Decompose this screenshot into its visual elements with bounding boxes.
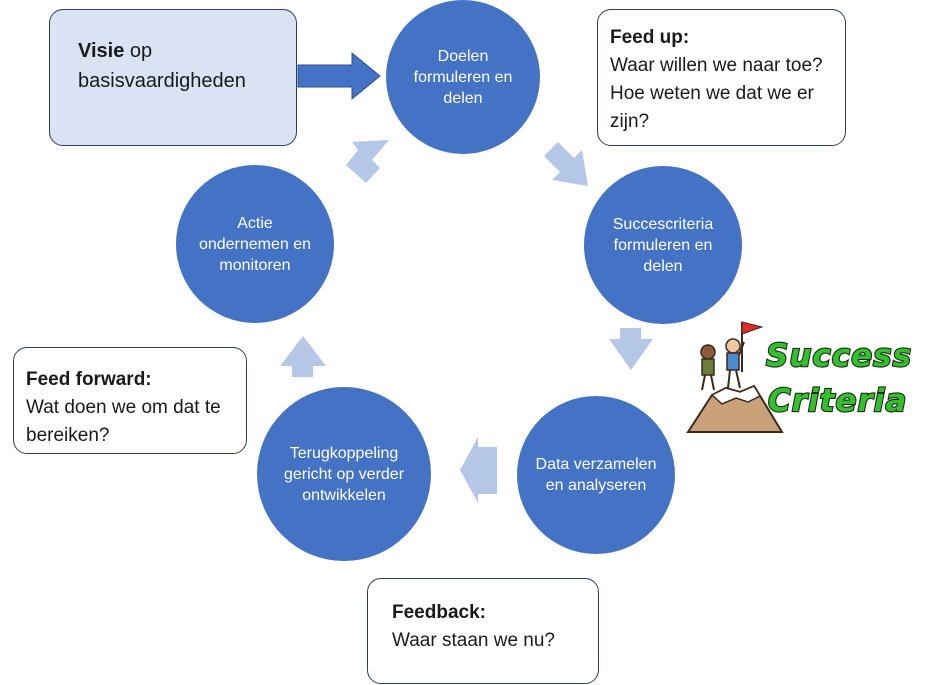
feedback-line1: Waar staan we nu? <box>392 630 555 651</box>
feedback-loop-label: Terugkoppeling gericht op verder ontwikk… <box>283 444 405 504</box>
mountain-climbers-icon <box>686 321 784 433</box>
feed-up-title: Feed up: <box>610 27 690 48</box>
feedback-box: Feedback: Waar staan we nu? <box>367 578 599 684</box>
feed-forward-line1: Wat doen we om dat te bereiken? <box>26 397 221 446</box>
action-circle: Actie ondernemen en monitoren <box>176 165 334 323</box>
vision-bold: Visie <box>78 40 125 62</box>
goals-circle: Doelen formuleren en delen <box>386 0 540 154</box>
data-circle: Data verzamelen en analyseren <box>517 396 675 554</box>
cycle-arrow-criteria-to-data <box>609 328 653 370</box>
vision-arrow <box>297 51 381 101</box>
success-criteria-circle: Succescriteria formuleren en delen <box>584 166 742 324</box>
feed-forward-box: Feed forward: Wat doen we om dat te bere… <box>13 347 247 454</box>
cycle-arrow-goals-to-criteria <box>544 142 588 186</box>
feedback-title: Feedback: <box>392 602 486 623</box>
feedback-loop-circle: Terugkoppeling gericht op verder ontwikk… <box>257 387 431 561</box>
vision-rest: op basisvaardigheden <box>78 40 246 92</box>
criteria-word: Criteria <box>768 383 907 419</box>
cycle-arrow-action-to-goals <box>346 140 389 183</box>
data-label: Data verzamelen en analyseren <box>535 456 657 494</box>
feed-up-box: Feed up: Waar willen we naar toe? Hoe we… <box>597 9 846 146</box>
cycle-arrow-feedback-to-action <box>280 336 326 377</box>
action-label: Actie ondernemen en monitoren <box>198 214 312 274</box>
cycle-arrow-data-to-feedback <box>460 437 497 503</box>
vision-box: Visie op basisvaardigheden <box>49 9 297 146</box>
goals-label: Doelen formuleren en delen <box>413 47 513 107</box>
success-criteria-label: Succescriteria formuleren en delen <box>612 215 714 275</box>
feed-forward-title: Feed forward: <box>26 369 152 390</box>
success-word: Success <box>766 338 912 374</box>
feed-up-line1: Waar willen we naar toe? <box>610 55 823 76</box>
feed-up-line2: Hoe weten we dat we er zijn? <box>610 83 814 132</box>
